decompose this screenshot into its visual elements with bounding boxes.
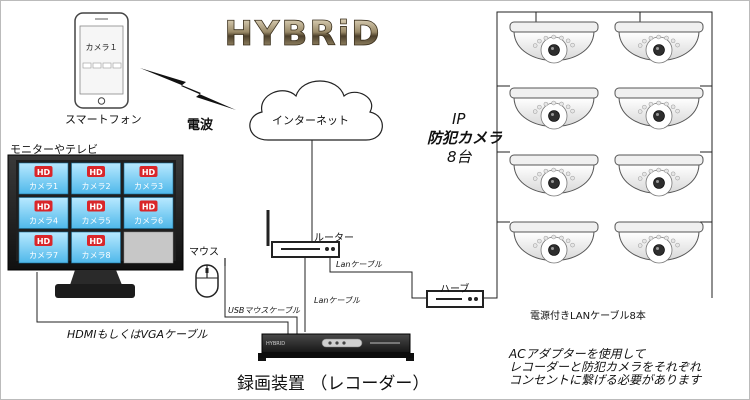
recorder-label: 録画装置 （レコーダー） xyxy=(237,374,430,394)
hd-badge: HD xyxy=(142,203,156,212)
monitor-tile-label: カメラ2 xyxy=(81,182,110,191)
monitor-tile: HD カメラ7 xyxy=(18,231,69,264)
monitor-tile-label: カメラ5 xyxy=(81,217,110,226)
camera-grid xyxy=(509,21,704,264)
camera-bus-line xyxy=(483,11,713,299)
lan-cable-label-recorder: Lanケーブル xyxy=(314,296,360,305)
hybrid-logo: HYBRiD xyxy=(224,14,381,54)
dome-camera-icon xyxy=(614,221,704,264)
internet-label: インターネット xyxy=(272,114,349,127)
hd-badge: HD xyxy=(89,237,103,246)
hd-badge: HD xyxy=(89,203,103,212)
note-line3: コンセントに繋げる必要があります xyxy=(509,373,702,387)
mouse-icon xyxy=(195,258,226,298)
cloud-icon xyxy=(249,80,383,141)
hub-label: ハーブ xyxy=(440,284,470,295)
dome-camera-icon xyxy=(614,87,704,130)
router-hub-lan-line xyxy=(329,258,428,299)
monitor-tile-label: カメラ8 xyxy=(81,251,110,260)
hd-badge: HD xyxy=(37,203,51,212)
dome-camera-icon xyxy=(614,21,704,64)
lan-cable-label-router-hub: Lanケーブル xyxy=(336,260,382,269)
poe-cable-label: 電源付きLANケーブル8本 xyxy=(530,311,646,322)
radio-wave-icon xyxy=(140,68,236,110)
camera-group-line1: IP xyxy=(452,110,466,128)
note-line1: ACアダプターを使用して xyxy=(509,347,646,361)
note-line2: レコーダーと防犯カメラをそれぞれ xyxy=(509,360,702,374)
smartphone-label: スマートフォン xyxy=(65,113,142,126)
phone-screen-button xyxy=(82,62,92,69)
hdmi-cable-label: HDMIもしくはVGAケーブル xyxy=(67,328,208,341)
phone-screen-button xyxy=(92,62,102,69)
dome-camera-icon xyxy=(509,154,599,197)
smartphone-icon: カメラ１ xyxy=(74,12,129,109)
monitor-tile: HD カメラ2 xyxy=(71,162,121,195)
monitor-label: モニターやテレビ xyxy=(10,143,98,156)
monitor-tile-label: カメラ3 xyxy=(134,182,163,191)
dome-camera-icon xyxy=(509,87,599,130)
monitor-tile: HD カメラ8 xyxy=(71,231,121,264)
dome-camera-icon xyxy=(509,221,599,264)
phone-screen-button xyxy=(112,62,122,69)
radio-wave-label: 電波 xyxy=(187,118,214,133)
hub-icon xyxy=(426,290,484,308)
phone-screen-button xyxy=(102,62,112,69)
monitor-tile: HD カメラ6 xyxy=(123,197,174,229)
monitor-tile xyxy=(123,231,174,264)
hd-badge: HD xyxy=(37,168,51,177)
monitor-tile-label: カメラ4 xyxy=(29,217,58,226)
camera-group-line3: 8台 xyxy=(447,148,472,166)
monitor-tile: HD カメラ4 xyxy=(18,197,69,229)
dome-camera-icon xyxy=(614,154,704,197)
usb-mouse-line xyxy=(224,262,298,334)
monitor-tile-label: カメラ6 xyxy=(134,217,163,226)
monitor-screen-grid: HDカメラ1HDカメラ2HDカメラ3HDカメラ4HDカメラ5HDカメラ6HDカメ… xyxy=(18,162,174,264)
hdmi-line xyxy=(36,272,289,336)
recorder-brand: HYBRID xyxy=(266,341,285,347)
usb-mouse-cable-label: USBマウスケーブル xyxy=(228,306,300,315)
monitor-tile: HD カメラ5 xyxy=(71,197,121,229)
router-icon xyxy=(266,210,340,258)
hd-badge: HD xyxy=(37,237,51,246)
monitor-tile: HD カメラ3 xyxy=(123,162,174,195)
monitor-tile-label: カメラ1 xyxy=(29,182,58,191)
mouse-label: マウス xyxy=(189,247,219,258)
router-label: ルーター xyxy=(314,233,354,244)
phone-screen-text: カメラ１ xyxy=(86,43,118,52)
camera-group-line2: 防犯カメラ xyxy=(427,129,503,147)
hd-badge: HD xyxy=(142,168,156,177)
monitor-tile: HD カメラ1 xyxy=(18,162,69,195)
recorder-icon: HYBRID xyxy=(258,333,414,361)
hd-badge: HD xyxy=(89,168,103,177)
monitor-tile-label: カメラ7 xyxy=(29,251,58,260)
connection-lines xyxy=(36,11,713,336)
dome-camera-icon xyxy=(509,21,599,64)
